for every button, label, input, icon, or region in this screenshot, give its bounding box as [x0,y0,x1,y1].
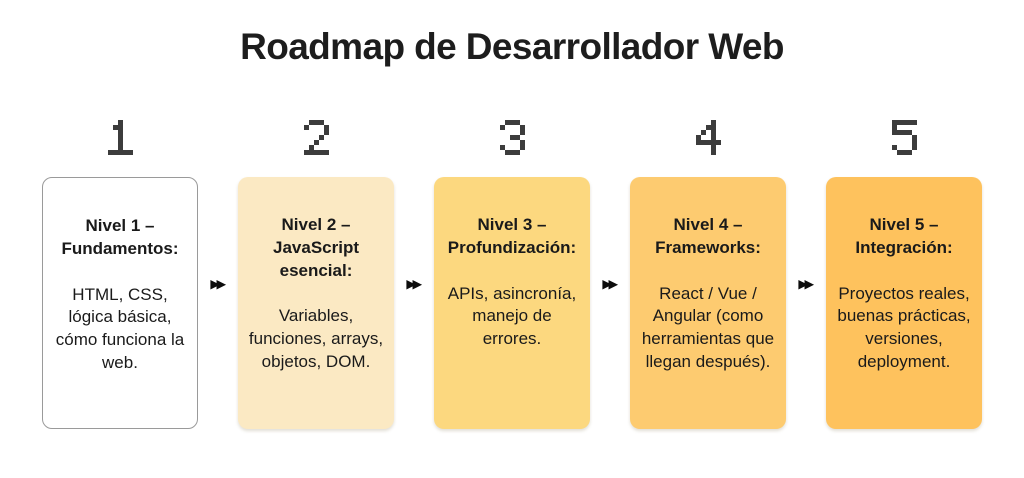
steps-row: Nivel 1 – Fundamentos: HTML, CSS, lógica… [0,116,1024,429]
level-2-card: Nivel 2 – JavaScript esencial: Variables… [238,177,394,429]
step-3: Nivel 3 – Profundización: APIs, asincron… [434,116,590,429]
step-1-number [107,120,133,155]
fast-forward-arrow-icon: ▶▶ [406,277,422,291]
step-4-number [695,120,721,155]
level-1-heading: Nivel 1 – Fundamentos: [61,216,179,258]
page-title: Roadmap de Desarrollador Web [240,26,784,67]
level-4-body: React / Vue / Angular (como herramientas… [641,283,775,371]
level-2-heading: Nivel 2 – JavaScript esencial: [273,215,359,280]
fast-forward-arrow-icon: ▶▶ [798,277,814,291]
fast-forward-arrow-icon: ▶▶ [210,277,226,291]
level-2-body: Variables, funciones, arrays, objetos, D… [248,306,384,371]
level-5-card: Nivel 5 – Integración: Proyectos reales,… [826,177,982,429]
level-3-card: Nivel 3 – Profundización: APIs, asincron… [434,177,590,429]
step-3-number [499,120,525,155]
level-5-body: Proyectos reales, buenas prácticas, vers… [837,283,971,371]
roadmap-canvas: Roadmap de Desarrollador Web Nivel 1 – F… [0,26,1024,429]
level-4-heading: Nivel 4 – Frameworks: [655,215,761,257]
level-5-heading: Nivel 5 – Integración: [855,215,953,257]
step-5-number [891,120,917,155]
step-2-number [303,120,329,155]
level-1-card: Nivel 1 – Fundamentos: HTML, CSS, lógica… [42,177,198,429]
level-3-body: APIs, asincronía, manejo de errores. [447,283,577,349]
level-3-heading: Nivel 3 – Profundización: [447,215,577,257]
step-5: Nivel 5 – Integración: Proyectos reales,… [826,116,982,429]
step-1: Nivel 1 – Fundamentos: HTML, CSS, lógica… [42,116,198,429]
level-4-card: Nivel 4 – Frameworks: React / Vue / Angu… [630,177,786,429]
level-1-body: HTML, CSS, lógica básica, cómo funciona … [55,284,185,372]
step-2: Nivel 2 – JavaScript esencial: Variables… [238,116,394,429]
fast-forward-arrow-icon: ▶▶ [602,277,618,291]
step-4: Nivel 4 – Frameworks: React / Vue / Angu… [630,116,786,429]
